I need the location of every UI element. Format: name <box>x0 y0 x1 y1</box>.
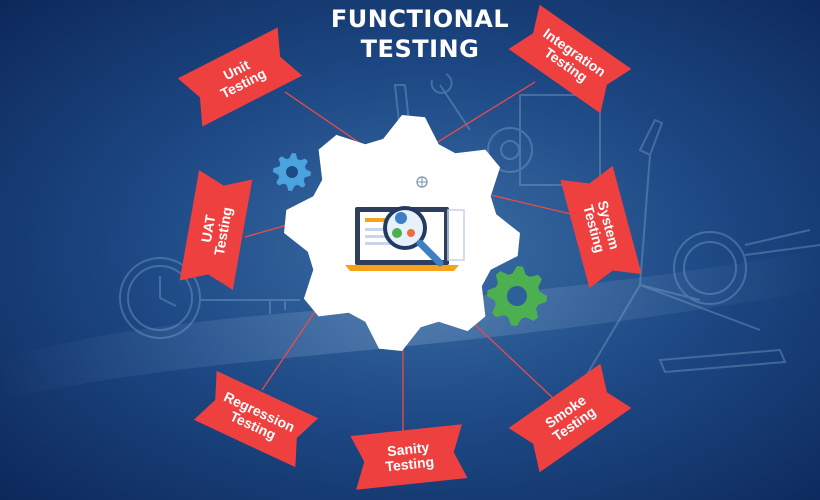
connector-system <box>477 191 576 216</box>
laptop-base <box>345 265 459 271</box>
laptop-screen-line <box>365 228 395 231</box>
connector-regression <box>261 306 319 391</box>
small-gear-hole-green <box>507 286 527 306</box>
connector-lines <box>244 81 576 435</box>
gear-icon <box>487 127 533 173</box>
connector-integration <box>427 81 536 149</box>
ribbon-system-testing <box>560 165 642 289</box>
magnifier-icon <box>673 229 820 305</box>
magnifier-icon <box>383 206 444 267</box>
page-title-line-1: FUNCTIONAL <box>330 5 510 33</box>
mini-gear-icon-blue <box>395 212 407 224</box>
connector-smoke <box>467 317 556 401</box>
clock-icon <box>119 257 201 339</box>
page-title-line-2: TESTING <box>360 35 480 63</box>
key-icon <box>200 299 300 314</box>
ribbon-uat-testing <box>179 170 253 290</box>
mini-gear-icon-orange <box>407 229 415 237</box>
laptop-screen-line <box>365 242 395 245</box>
ribbon-integration-testing <box>508 4 632 114</box>
ribbon-sanity-testing <box>350 424 468 490</box>
connector-unit <box>284 91 371 151</box>
ribbon-smoke-testing <box>508 363 632 473</box>
server-outline <box>447 209 465 261</box>
ribbon-regression-testing <box>193 370 319 468</box>
ribbon-badges <box>177 4 642 490</box>
ribbon-unit-testing <box>177 27 303 127</box>
mini-gear-icon-green <box>392 228 402 238</box>
magnifier-handle <box>416 239 444 267</box>
laptop-screen-line <box>365 235 391 238</box>
laptop-screen-bar <box>365 218 389 222</box>
small-gear-hole-blue <box>286 166 298 178</box>
globe-icon <box>416 176 428 188</box>
